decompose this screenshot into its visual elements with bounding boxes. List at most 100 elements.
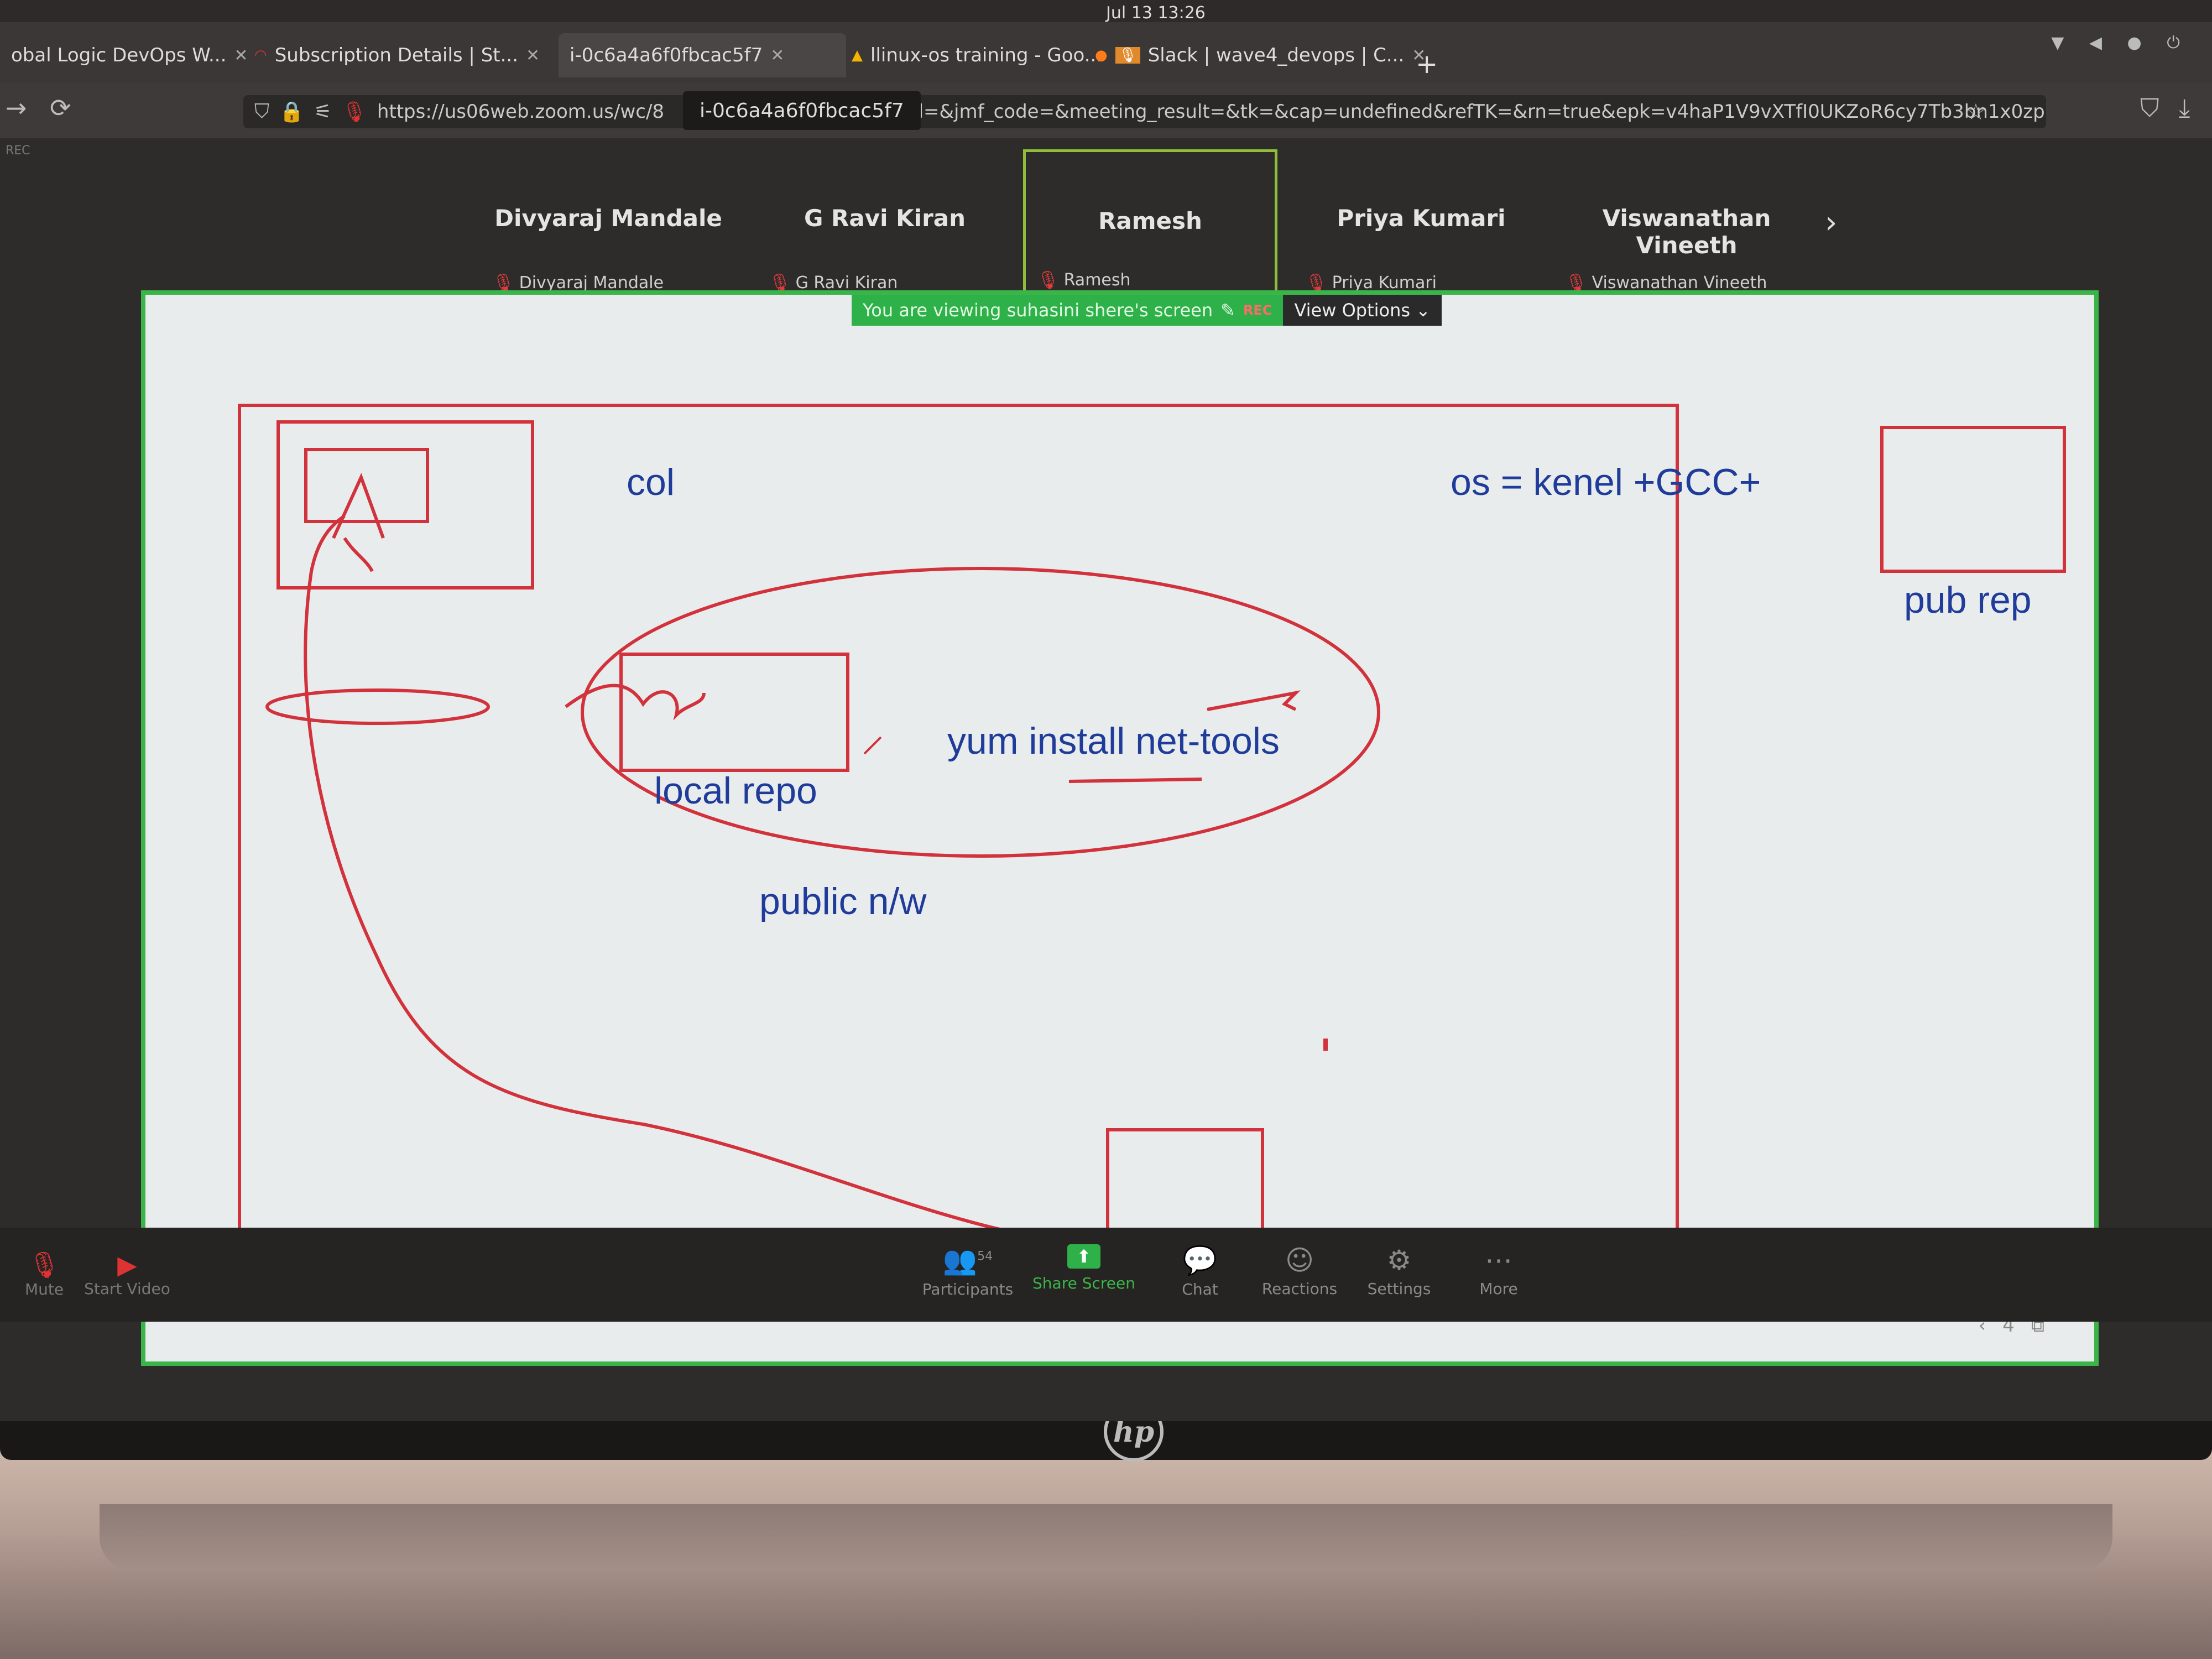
close-icon[interactable]: ✕: [234, 45, 248, 65]
mic-icon: 🎙: [1115, 47, 1140, 64]
next-page-chevron-icon[interactable]: ›: [1825, 205, 1838, 241]
view-options-button[interactable]: View Options ⌄: [1283, 295, 1442, 326]
tab-devops[interactable]: obal Logic DevOps W... ✕: [0, 33, 248, 77]
reload-icon[interactable]: ⟳: [50, 93, 71, 123]
more-label: More: [1479, 1280, 1518, 1298]
participant-tile[interactable]: G Ravi Kiran 🎙 G Ravi Kiran: [758, 149, 1012, 293]
chat-label: Chat: [1182, 1280, 1218, 1298]
settings-button[interactable]: ⚙ Settings: [1344, 1244, 1454, 1298]
participant-tile[interactable]: Divyaraj Mandale 🎙 Divyaraj Mandale: [481, 149, 735, 293]
participant-tile[interactable]: Viswanathan Vineeth 🎙 Viswanathan Vineet…: [1554, 149, 1819, 293]
tab-favicon-icon: ◠: [254, 47, 267, 64]
new-tab-button[interactable]: +: [1416, 49, 1438, 80]
tab-label: i-0c6a4a6f0fbcac5f7: [570, 44, 763, 66]
checkmark-scribble: [565, 684, 706, 721]
bottom-box: [1106, 1128, 1264, 1237]
shield-icon[interactable]: ⛉: [254, 100, 270, 123]
banner-text: You are viewing suhasini shere's screen: [863, 300, 1213, 321]
screen-share-banner: You are viewing suhasini shere's screen …: [852, 295, 1442, 326]
participant-name: Priya Kumari: [1337, 205, 1506, 232]
underline: [1068, 778, 1202, 783]
reactions-button[interactable]: ☺ Reactions: [1244, 1244, 1355, 1298]
whiteboard-drawing: col os = kenel +GCC+ pub rep yum install…: [238, 404, 2066, 1291]
label-col: col: [627, 461, 675, 503]
shared-screen: col os = kenel +GCC+ pub rep yum install…: [141, 290, 2099, 1366]
local-repo-box: [619, 653, 849, 772]
outer-box: [238, 404, 1679, 1275]
download-icon[interactable]: ⤓: [2179, 93, 2190, 123]
more-icon: ⋯: [1485, 1244, 1512, 1276]
share-screen-label: Share Screen: [1032, 1274, 1135, 1292]
pencil-mark: [863, 736, 882, 755]
chat-button[interactable]: 💬 Chat: [1145, 1244, 1255, 1298]
muted-mic-icon: 🎙: [1565, 272, 1588, 293]
pocket-icon[interactable]: ⛉: [2140, 93, 2159, 123]
mic-icon[interactable]: ●: [2127, 33, 2152, 53]
start-video-button[interactable]: ▶ Start Video: [83, 1250, 171, 1298]
close-icon[interactable]: ✕: [770, 45, 785, 65]
participant-label-text: Priya Kumari: [1332, 273, 1437, 293]
small-ellipse: [265, 688, 490, 725]
participant-label: 🎙 Divyaraj Mandale: [492, 272, 664, 293]
label-public-nw: public n/w: [759, 880, 927, 922]
bookmark-star-icon[interactable]: ☆: [1966, 100, 1986, 125]
start-video-label: Start Video: [84, 1280, 170, 1298]
flow-arrow: [304, 514, 1125, 1248]
participant-name: G Ravi Kiran: [804, 205, 966, 232]
more-button[interactable]: ⋯ More: [1443, 1244, 1554, 1298]
participants-button[interactable]: 👥54 Participants: [912, 1244, 1023, 1298]
label-pub-rep: pub rep: [1904, 579, 2032, 621]
participant-label: 🎙 G Ravi Kiran: [769, 272, 898, 293]
label-local-repo: local repo: [654, 770, 817, 812]
url-bar[interactable]: ⛉ 🔒 ⚟ 🎙 https://us06web.zoom.us/wc/8 id=…: [243, 95, 2046, 128]
screen: Jul 13 13:26 obal Logic DevOps W... ✕ ◠ …: [0, 0, 2212, 1421]
tab-instance[interactable]: i-0c6a4a6f0fbcac5f7 ✕: [559, 33, 846, 77]
reactions-label: Reactions: [1261, 1280, 1338, 1298]
tab-slack[interactable]: ● 🎙 Slack | wave4_devops | C... ✕: [1084, 33, 1427, 77]
tab-subscription[interactable]: ◠ Subscription Details | St... ✕: [243, 33, 542, 77]
participant-name: Divyaraj Mandale: [494, 205, 722, 232]
small-arrow: [1207, 690, 1301, 711]
participant-tile-active-speaker[interactable]: Ramesh 🎙 Ramesh: [1023, 149, 1277, 293]
viewing-banner: You are viewing suhasini shere's screen …: [852, 295, 1284, 326]
firefox-icon: ●: [1095, 47, 1108, 64]
tab-linux-training[interactable]: ▲ llinux-os training - Goo...: [841, 33, 1106, 77]
permissions-icon[interactable]: ⚟: [314, 100, 332, 123]
pointer-icon: ✎: [1220, 300, 1235, 321]
tab-label: obal Logic DevOps W...: [11, 44, 227, 66]
gear-icon: ⚙: [1386, 1244, 1412, 1276]
participant-name: Viswanathan Vineeth: [1602, 205, 1771, 259]
label-os-formula: os = kenel +GCC+: [1451, 461, 1761, 503]
mute-button[interactable]: 🎙 Mute: [0, 1250, 88, 1298]
close-icon[interactable]: ✕: [526, 45, 540, 65]
participant-tile[interactable]: Priya Kumari 🎙 Priya Kumari: [1294, 149, 1548, 293]
participants-icon: 👥54: [942, 1244, 993, 1276]
laptop-bezel: hp Jul 13 13:26 obal Logic DevOps W... ✕…: [0, 0, 2212, 1462]
tab-label: llinux-os training - Goo...: [870, 44, 1103, 66]
rec-badge: REC: [1243, 302, 1272, 318]
forward-icon[interactable]: →: [6, 93, 27, 123]
volume-icon[interactable]: ◀: [2089, 33, 2112, 53]
participants-count: 54: [977, 1249, 993, 1264]
participants-label: Participants: [922, 1280, 1014, 1298]
muted-mic-icon: 🎙: [492, 272, 515, 293]
system-clock: Jul 13 13:26: [1106, 3, 1206, 23]
rec-indicator: REC: [6, 144, 30, 158]
participant-name: Ramesh: [1098, 207, 1202, 234]
participant-label: 🎙 Viswanathan Vineeth: [1565, 272, 1767, 293]
muted-mic-icon: 🎙: [769, 272, 791, 293]
close-icon[interactable]: ✕: [1412, 45, 1426, 65]
view-options-label: View Options: [1294, 300, 1411, 321]
power-icon[interactable]: ⏻: [2167, 33, 2190, 53]
mic-permission-icon[interactable]: 🎙: [342, 101, 367, 123]
mic-muted-icon: 🎙: [28, 1250, 61, 1280]
label-yum: yum install net-tools: [947, 720, 1280, 762]
wifi-icon[interactable]: ▼: [2051, 33, 2074, 53]
share-screen-button[interactable]: ⬆ Share Screen: [1029, 1244, 1139, 1292]
reactions-icon: ☺: [1285, 1244, 1314, 1276]
participant-label-text: Ramesh: [1063, 270, 1131, 290]
settings-label: Settings: [1367, 1280, 1431, 1298]
lock-icon[interactable]: 🔒: [279, 101, 304, 123]
browser-navbar: → ⟳ ⛉ 🔒 ⚟ 🎙 https://us06web.zoom.us/wc/8…: [0, 83, 2212, 138]
tab-tooltip: i-0c6a4a6f0fbcac5f7: [683, 91, 921, 130]
